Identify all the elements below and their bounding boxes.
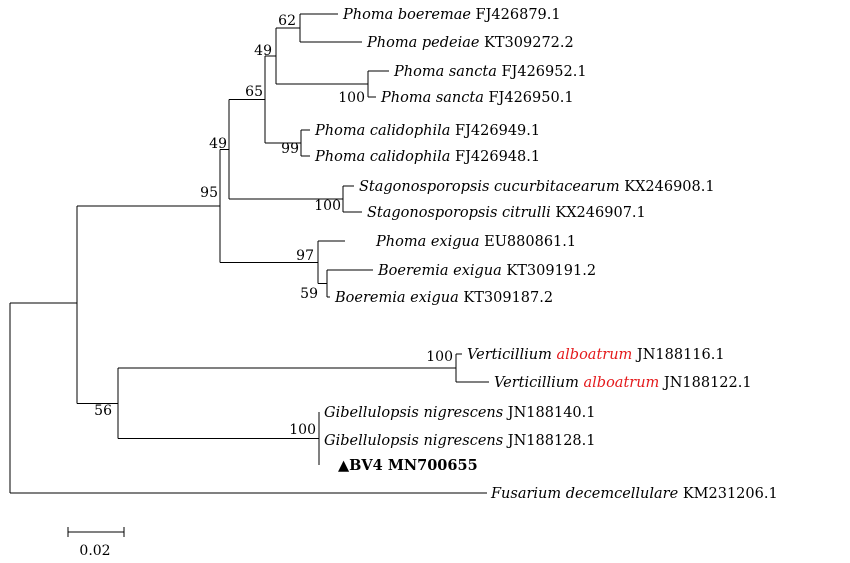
accession-number: FJ426950.1 bbox=[488, 90, 573, 106]
species-name: nigrescens bbox=[423, 405, 503, 421]
species-name: sancta bbox=[436, 90, 484, 106]
accession-number: JN188128.1 bbox=[506, 433, 596, 449]
accession-number: KT309187.2 bbox=[463, 290, 553, 306]
species-name: calidophila bbox=[370, 149, 451, 165]
taxon-label: ▲BV4 MN700655 bbox=[338, 457, 478, 474]
taxon-label: Phoma sancta FJ426952.1 bbox=[393, 64, 587, 80]
genus-name: Boeremia bbox=[334, 290, 406, 306]
taxon-label: Phoma pedeiae KT309272.2 bbox=[366, 35, 574, 51]
bootstrap-value: 49 bbox=[209, 136, 227, 152]
genus-name: Verticillium bbox=[467, 347, 552, 363]
bootstrap-value: 100 bbox=[314, 198, 341, 214]
species-name: boeremae bbox=[398, 7, 471, 23]
species-name: exigua bbox=[453, 263, 502, 279]
taxon-label: Stagonosporopsis citrulli KX246907.1 bbox=[367, 205, 646, 221]
genus-name: Gibellulopsis bbox=[324, 433, 419, 449]
bootstrap-value: 100 bbox=[426, 349, 453, 365]
accession-number: MN700655 bbox=[388, 457, 478, 474]
accession-number: EU880861.1 bbox=[484, 234, 576, 250]
genus-name: Fusarium bbox=[490, 486, 561, 502]
species-name: pedeiae bbox=[422, 35, 480, 51]
genus-name: Phoma bbox=[366, 35, 417, 51]
accession-number: KX246907.1 bbox=[555, 205, 645, 221]
taxon-label: Phoma calidophila FJ426948.1 bbox=[314, 149, 540, 165]
accession-number: FJ426948.1 bbox=[455, 149, 540, 165]
accession-number: JN188116.1 bbox=[635, 347, 725, 363]
taxon-label: Gibellulopsis nigrescens JN188128.1 bbox=[324, 433, 595, 449]
taxon-label: Gibellulopsis nigrescens JN188140.1 bbox=[324, 405, 595, 421]
genus-name: Phoma bbox=[375, 234, 426, 250]
accession-number: KX246908.1 bbox=[624, 179, 714, 195]
bootstrap-value: 56 bbox=[94, 403, 112, 419]
genus-name: Stagonosporopsis bbox=[367, 205, 497, 221]
species-name: exigua bbox=[431, 234, 480, 250]
bootstrap-value: 100 bbox=[338, 90, 365, 106]
bootstrap-value: 100 bbox=[289, 422, 316, 438]
species-name: exigua bbox=[410, 290, 459, 306]
taxon-label: Phoma exigua EU880861.1 bbox=[375, 234, 576, 250]
species-name: decemcellulare bbox=[566, 486, 678, 502]
accession-number: FJ426879.1 bbox=[476, 7, 561, 23]
species-name: alboatrum bbox=[557, 347, 633, 363]
isolate-name: BV4 bbox=[349, 457, 383, 474]
taxon-label: Phoma calidophila FJ426949.1 bbox=[314, 123, 540, 139]
species-name: cucurbitacearum bbox=[494, 179, 620, 195]
genus-name: Stagonosporopsis bbox=[359, 179, 489, 195]
bootstrap-value: 99 bbox=[281, 141, 299, 157]
accession-number: KT309191.2 bbox=[506, 263, 596, 279]
triangle-marker-icon: ▲ bbox=[338, 457, 350, 474]
taxon-label: Stagonosporopsis cucurbitacearum KX24690… bbox=[359, 179, 715, 195]
taxon-label: Verticillium alboatrum JN188116.1 bbox=[467, 347, 725, 363]
bootstrap-value: 95 bbox=[200, 185, 218, 201]
taxon-label: Boeremia exigua KT309191.2 bbox=[377, 263, 596, 279]
genus-name: Boeremia bbox=[377, 263, 449, 279]
taxon-label: Boeremia exigua KT309187.2 bbox=[334, 290, 553, 306]
taxon-label: Fusarium decemcellulare KM231206.1 bbox=[490, 486, 778, 502]
species-name: calidophila bbox=[370, 123, 451, 139]
genus-name: Phoma bbox=[314, 149, 365, 165]
genus-name: Gibellulopsis bbox=[324, 405, 419, 421]
species-name: sancta bbox=[449, 64, 497, 80]
bootstrap-value: 49 bbox=[254, 43, 272, 59]
bootstrap-value: 65 bbox=[245, 84, 263, 100]
bootstrap-value: 62 bbox=[278, 13, 296, 29]
genus-name: Phoma bbox=[342, 7, 393, 23]
genus-name: Verticillium bbox=[494, 375, 579, 391]
accession-number: FJ426952.1 bbox=[501, 64, 586, 80]
species-name: nigrescens bbox=[423, 433, 503, 449]
species-name: alboatrum bbox=[584, 375, 660, 391]
bootstrap-value: 59 bbox=[300, 286, 318, 302]
taxon-label: Verticillium alboatrum JN188122.1 bbox=[494, 375, 752, 391]
accession-number: KM231206.1 bbox=[683, 486, 778, 502]
genus-name: Phoma bbox=[393, 64, 444, 80]
species-name: citrulli bbox=[502, 205, 551, 221]
taxon-label: Phoma sancta FJ426950.1 bbox=[380, 90, 574, 106]
bootstrap-value: 97 bbox=[296, 248, 314, 264]
scale-bar-label: 0.02 bbox=[79, 543, 110, 559]
accession-number: FJ426949.1 bbox=[455, 123, 540, 139]
accession-number: KT309272.2 bbox=[484, 35, 574, 51]
accession-number: JN188122.1 bbox=[662, 375, 752, 391]
taxon-label: Phoma boeremae FJ426879.1 bbox=[342, 7, 561, 23]
genus-name: Phoma bbox=[380, 90, 431, 106]
accession-number: JN188140.1 bbox=[506, 405, 596, 421]
genus-name: Phoma bbox=[314, 123, 365, 139]
